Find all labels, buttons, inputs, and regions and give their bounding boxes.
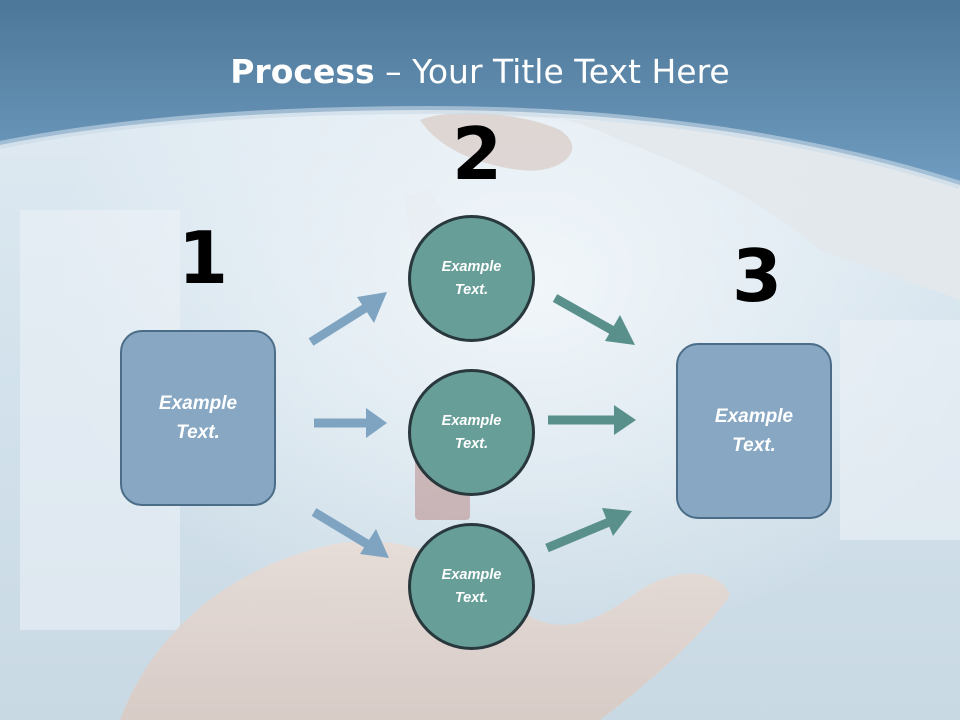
step-circle-bottom-line2: Text. <box>454 589 489 606</box>
title-rest: – Your Title Text Here <box>374 52 730 91</box>
step-box-left-line1: Example <box>158 393 238 414</box>
arrow-left-to-middle <box>314 408 387 438</box>
page-title: Process – Your Title Text Here <box>0 52 960 91</box>
step-number-3: 3 <box>732 234 783 318</box>
arrow-left-to-bottom <box>311 508 389 558</box>
step-box-right-line2: Text. <box>732 435 776 456</box>
step-circle-top-line2: Text. <box>454 281 489 298</box>
step-box-right-line1: Example <box>714 406 794 427</box>
arrow-bottom-to-right <box>545 508 632 553</box>
title-bold: Process <box>230 52 375 91</box>
arrow-top-to-right <box>552 294 635 345</box>
step-circle-middle-line2: Text. <box>454 435 489 452</box>
arrow-middle-to-right <box>548 405 636 435</box>
step-circle-middle: Example Text. <box>408 369 535 496</box>
step-circle-middle-line1: Example <box>441 412 502 429</box>
step-box-right: Example Text. <box>676 343 832 519</box>
step-circle-bottom-line1: Example <box>441 566 502 583</box>
arrow-left-to-top <box>308 292 387 346</box>
step-number-2: 2 <box>452 112 503 196</box>
step-box-left: Example Text. <box>120 330 276 506</box>
step-box-left-line2: Text. <box>176 422 220 443</box>
step-circle-bottom: Example Text. <box>408 523 535 650</box>
step-circle-top: Example Text. <box>408 215 535 342</box>
step-number-1: 1 <box>178 216 229 300</box>
step-circle-top-line1: Example <box>441 258 502 275</box>
